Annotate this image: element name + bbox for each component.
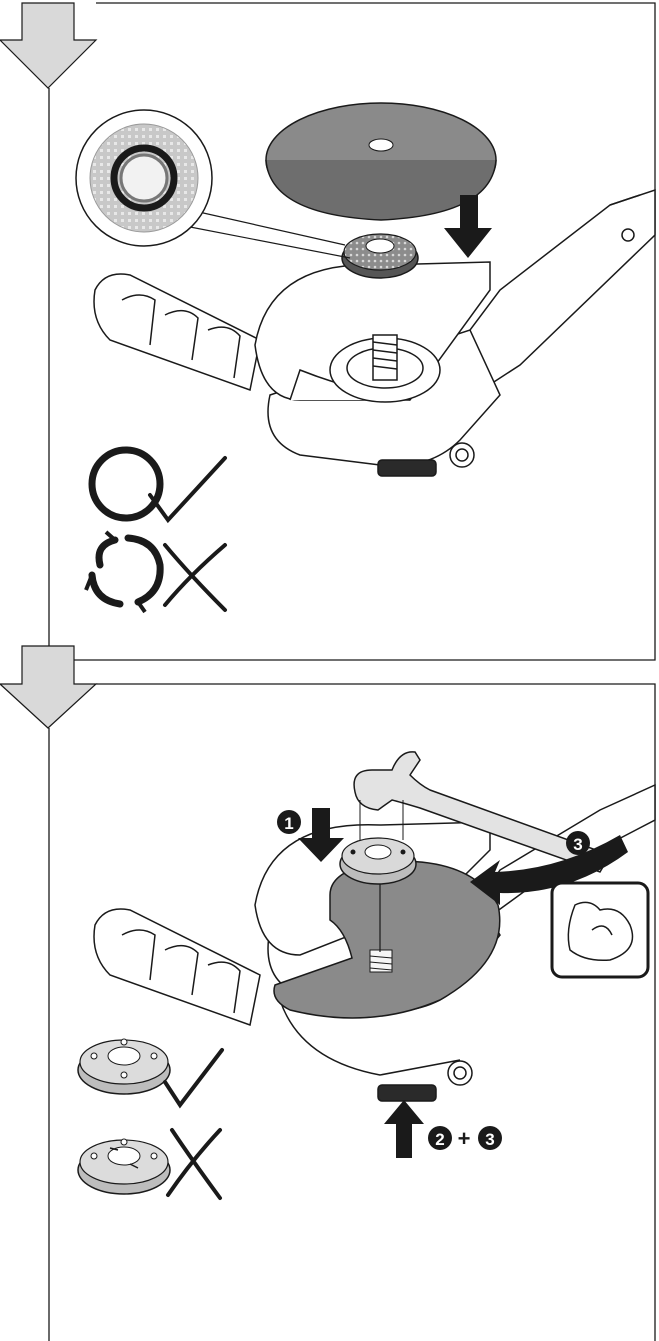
- backing-flange-icon: [342, 234, 418, 278]
- svg-text:2: 2: [435, 1130, 444, 1149]
- nut-damaged-icon: [78, 1139, 170, 1194]
- svg-text:1: 1: [284, 814, 293, 833]
- callout-3: 3: [566, 831, 590, 855]
- step-2-panel: 1 3 2 + 3: [0, 646, 655, 1341]
- step-1-panel: [0, 3, 655, 660]
- svg-text:+: +: [458, 1126, 471, 1151]
- step-arrow-icon: [0, 646, 96, 728]
- spindle-lock-arrow-icon: [384, 1100, 424, 1158]
- step-arrow-icon: [0, 3, 96, 88]
- o-ring-damaged-icon: [86, 532, 160, 612]
- cross-icon: [168, 1130, 220, 1198]
- callout-2-plus-3: 2 + 3: [428, 1126, 502, 1151]
- callout-1: 1: [277, 810, 301, 834]
- cross-icon: [165, 545, 225, 610]
- checkmark-icon: [165, 1050, 222, 1105]
- nut-ok-icon: [78, 1039, 170, 1094]
- svg-text:3: 3: [485, 1130, 494, 1149]
- hand-force-icon: [552, 883, 648, 977]
- o-ring-ok-icon: [92, 450, 160, 518]
- svg-text:3: 3: [573, 835, 582, 854]
